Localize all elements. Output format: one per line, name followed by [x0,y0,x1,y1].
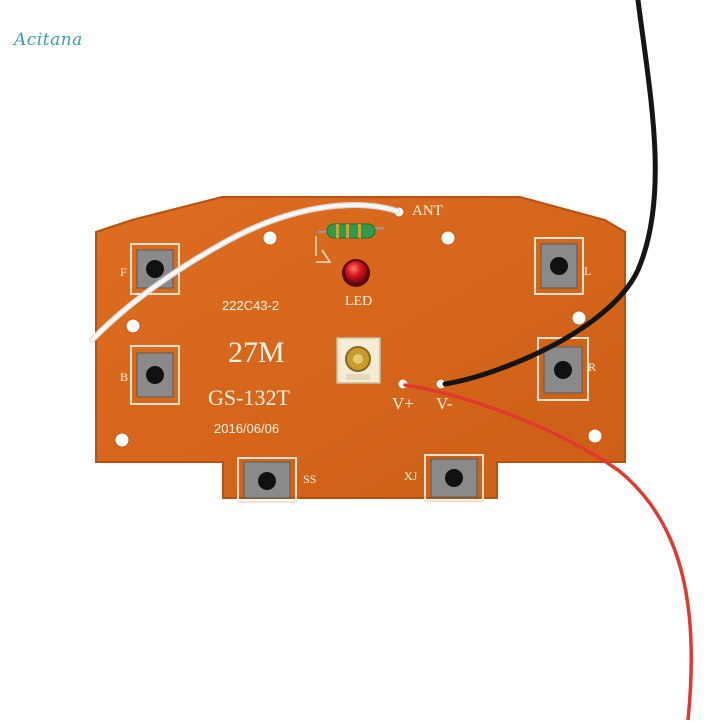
black-wire [442,0,658,387]
tact-button-ss [237,457,297,503]
tact-button-l [534,237,584,295]
tact-button-xj [424,454,484,502]
date-label: 2016/06/06 [214,421,280,436]
inductor [317,223,385,239]
button-b-label: B [120,370,129,384]
led [342,259,370,287]
part-number-label: GS-132T [208,385,290,410]
watermark-logo: Acitana [14,30,83,50]
button-r-label: R [588,360,597,374]
trimmer-potentiometer [336,337,381,384]
vminus-label: V- [436,394,453,413]
antenna-label: ANT [412,203,443,219]
button-ss-label: SS [303,472,317,486]
red-wire [403,383,694,722]
led-label: LED [345,294,373,309]
vplus-label: V+ [392,394,414,413]
frequency-label: 27M [228,336,285,369]
button-xj-label: XJ [404,469,418,483]
mounting-holes [114,206,603,448]
button-f-label: F [120,265,127,279]
tact-button-b [130,345,180,405]
button-l-label: L [584,264,592,278]
tact-button-r [537,337,589,401]
board-code-label: 222C43-2 [222,298,280,313]
